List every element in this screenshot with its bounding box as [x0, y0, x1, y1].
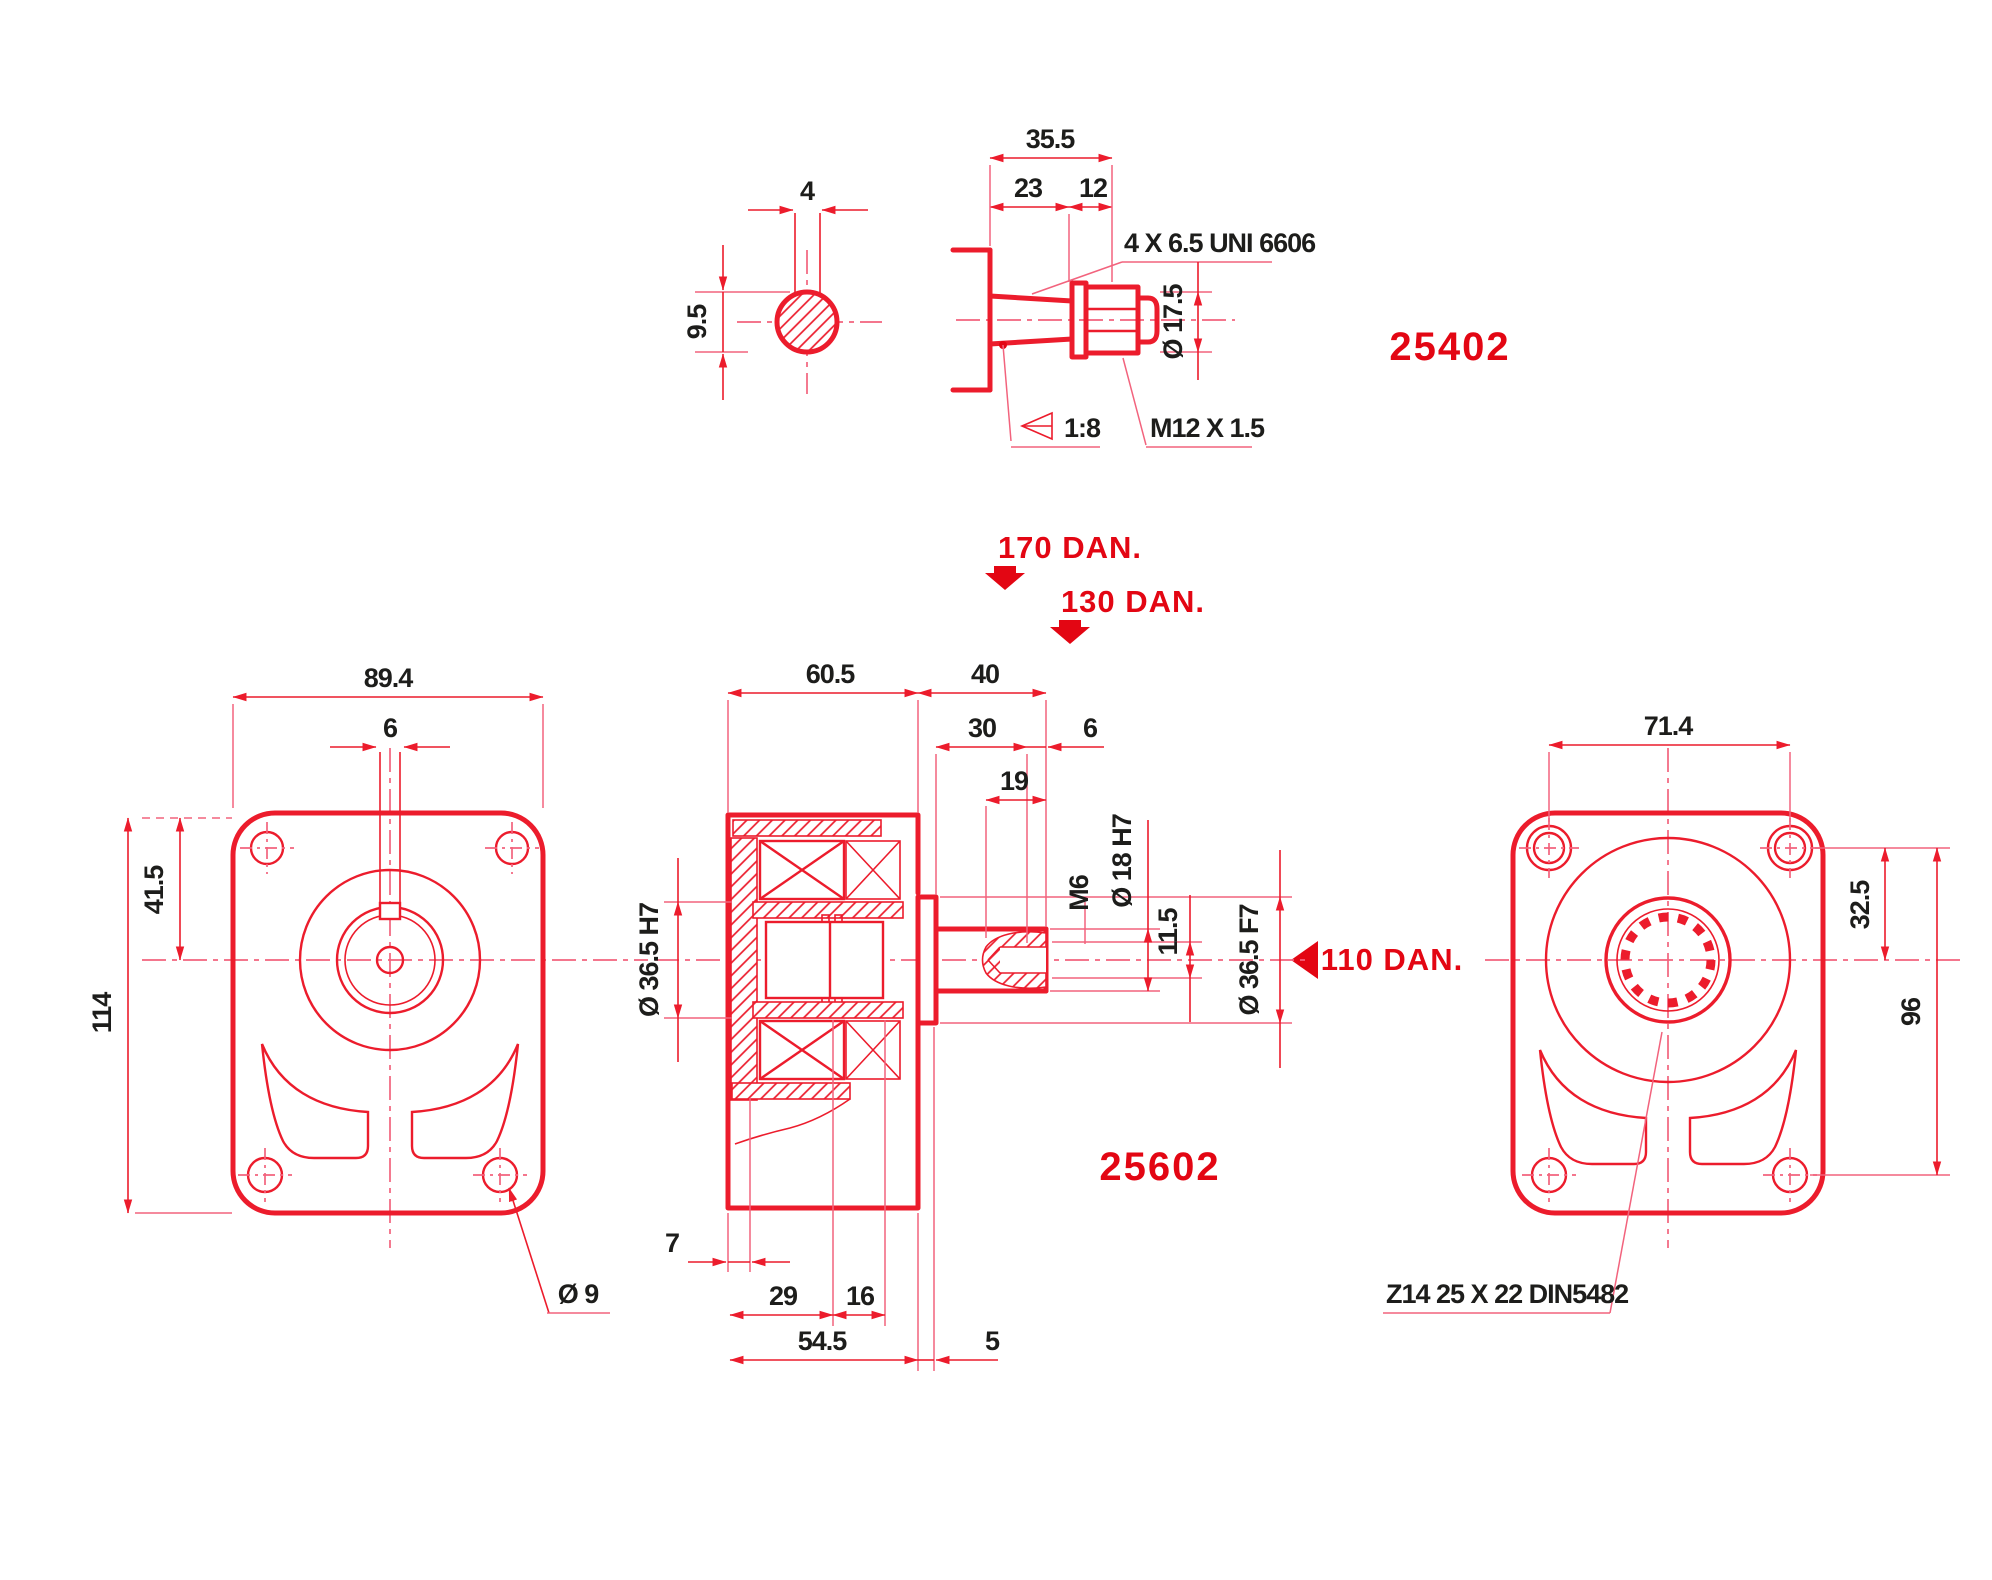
force-130-dan: 130 DAN.	[1061, 584, 1205, 619]
boss-circle	[1544, 836, 1792, 1084]
dim-shaft-dia-18h7: Ø 18 H7	[1107, 814, 1137, 908]
dim-6: 6	[1083, 713, 1098, 743]
dim-5: 5	[985, 1326, 1000, 1356]
casting-cutout	[260, 1043, 370, 1160]
dim-key-slot-6: 6	[383, 713, 398, 743]
dim-30: 30	[968, 713, 996, 743]
dim-thread-depth-19: 19	[1000, 766, 1029, 796]
bearing-section	[758, 1019, 846, 1081]
force-labels: 170 DAN. 130 DAN. 110 DAN.	[985, 530, 1463, 979]
dim-offset-32-5: 32.5	[1845, 880, 1875, 930]
casting-cutout	[410, 1043, 520, 1160]
key-slot	[378, 901, 402, 921]
thread-stub	[1135, 295, 1160, 345]
note-mount-holes: 4 X 6.5 UNI 6606	[1124, 228, 1316, 258]
housing-outline	[725, 812, 921, 1211]
flange-outline	[1510, 810, 1826, 1216]
gear-cavity	[764, 920, 885, 1000]
dim-thread-m6: M6	[1064, 874, 1094, 910]
dim-29: 29	[769, 1281, 798, 1311]
dim-height-114: 114	[87, 992, 117, 1034]
shaft-end-section-view: 4 9.5	[682, 176, 882, 400]
dim-thread-12: 12	[1079, 173, 1107, 203]
dim-offset-41-5: 41.5	[139, 865, 169, 915]
force-170-dan: 170 DAN.	[998, 530, 1142, 565]
spigot-plate	[915, 894, 939, 1026]
dim-width-71-4: 71.4	[1644, 711, 1694, 741]
dim-54-5: 54.5	[798, 1326, 848, 1356]
spline-teeth	[1620, 912, 1716, 1008]
dim-key-width-4: 4	[800, 176, 815, 206]
shaft-detail-view: 35.5 23 12 4 X 6.5 UNI 6606 Ø 17.5 1:8 M…	[950, 124, 1510, 448]
part-number-25402: 25402	[1389, 325, 1510, 369]
down-arrow-icon	[985, 566, 1025, 590]
dim-diameter-9-5: 9.5	[682, 304, 712, 340]
part-number-25602: 25602	[1099, 1145, 1220, 1189]
section-view: 60.5 40 30 6 19 M6 Ø 18 H7 11.5 Ø 36.5 F…	[634, 659, 1310, 1371]
dim-nut-diameter: Ø 17.5	[1158, 283, 1188, 359]
dim-overall-35-5: 35.5	[1026, 124, 1076, 154]
dim-width-89-4: 89.4	[364, 663, 414, 693]
dim-taper-23: 23	[1014, 173, 1043, 203]
bearing-section	[758, 839, 846, 901]
taper-top	[987, 293, 1075, 304]
dim-7: 7	[665, 1228, 679, 1258]
boss-circle	[298, 868, 482, 1052]
dim-taper-ratio: 1:8	[1064, 413, 1101, 443]
dim-flat-11-5: 11.5	[1153, 907, 1183, 955]
note-spline-din5482: Z14 25 X 22 DIN5482	[1386, 1279, 1628, 1309]
dim-bolt-hole-9: Ø 9	[558, 1279, 600, 1309]
dim-height-96: 96	[1896, 997, 1926, 1026]
shaft-end-circle	[774, 289, 840, 355]
rear-view: 71.4 32.5 96 Z14 25 X 22 DIN5482	[1383, 711, 1962, 1314]
hub-circle	[1604, 896, 1732, 1024]
dim-bore-36-5-h7: Ø 36.5 H7	[634, 903, 664, 1017]
front-view: 89.4 6 41.5 114 Ø 9	[87, 663, 648, 1314]
hex-nut	[1083, 284, 1141, 356]
force-110-dan: 110 DAN.	[1321, 942, 1463, 977]
dim-16: 16	[846, 1281, 875, 1311]
dim-spigot-36-5-f7: Ø 36.5 F7	[1234, 904, 1264, 1015]
front-plate-section	[730, 837, 758, 1101]
flange-outline	[230, 810, 546, 1216]
casting-cutout	[1688, 1049, 1798, 1166]
dim-shaft-40: 40	[971, 659, 999, 689]
center-hole	[375, 945, 405, 975]
down-arrow-icon	[1050, 620, 1090, 644]
dim-housing-60-5: 60.5	[806, 659, 856, 689]
dim-thread-m12: M12 X 1.5	[1150, 413, 1265, 443]
casting-cutout	[1538, 1049, 1648, 1166]
